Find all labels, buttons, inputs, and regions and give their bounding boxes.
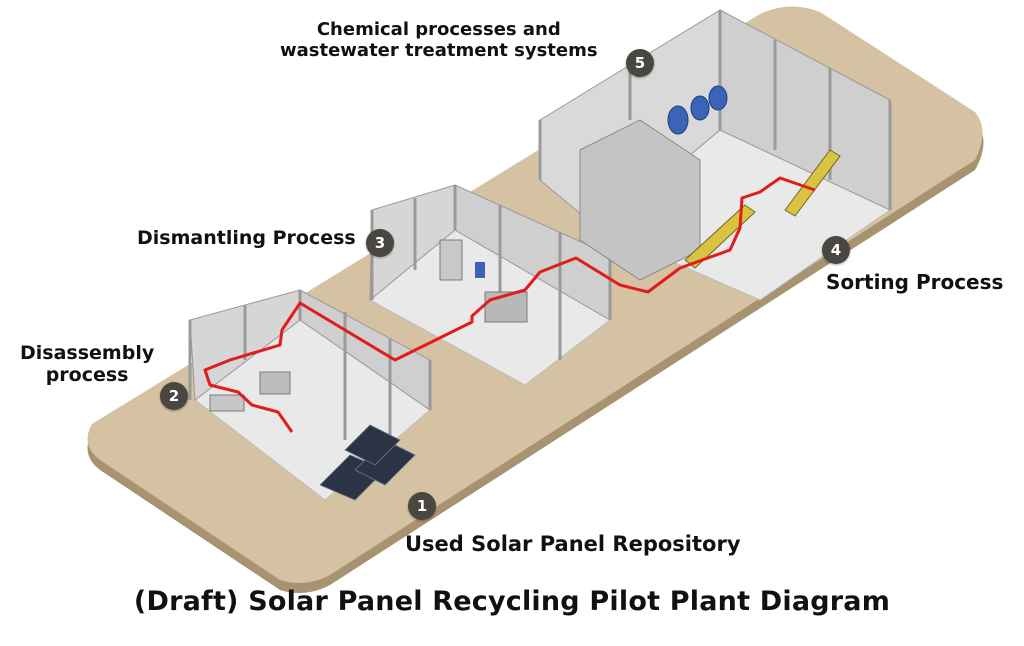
diagram-title: (Draft) Solar Panel Recycling Pilot Plan… — [133, 586, 891, 617]
chemical-tanks — [667, 85, 728, 135]
stage-5-label: Chemical processes and wastewater treatm… — [280, 19, 598, 61]
stage-2-label-line2: process — [45, 363, 129, 386]
solar-panel-stack — [319, 424, 416, 501]
shredder — [484, 291, 528, 323]
building-dismantling — [369, 184, 612, 386]
stage-3-badge: 3 — [366, 229, 394, 257]
stage-1-label: Used Solar Panel Repository — [405, 532, 741, 556]
stage-2-label-line1: Disassembly — [20, 342, 155, 364]
stage-5-label-line1: Chemical processes and — [316, 19, 561, 40]
stage-3-label: Dismantling Process — [137, 227, 356, 249]
building-chemical-sorting — [538, 9, 892, 301]
disassembly-machine — [259, 371, 291, 395]
building-disassembly — [188, 289, 432, 501]
process-line — [203, 176, 816, 433]
tank-small — [475, 262, 485, 278]
stage-2-label: Disassembly process — [20, 342, 155, 387]
dust-collector — [439, 239, 463, 281]
stage-4-badge: 4 — [822, 236, 850, 264]
stage-4-label: Sorting Process — [826, 270, 1004, 294]
stage-5-badge: 5 — [626, 49, 654, 77]
stage-2-badge: 2 — [160, 382, 188, 410]
stage-1-badge: 1 — [408, 492, 436, 520]
disassembly-table — [209, 394, 245, 412]
stage-5-label-line2: wastewater treatment systems — [280, 39, 598, 61]
